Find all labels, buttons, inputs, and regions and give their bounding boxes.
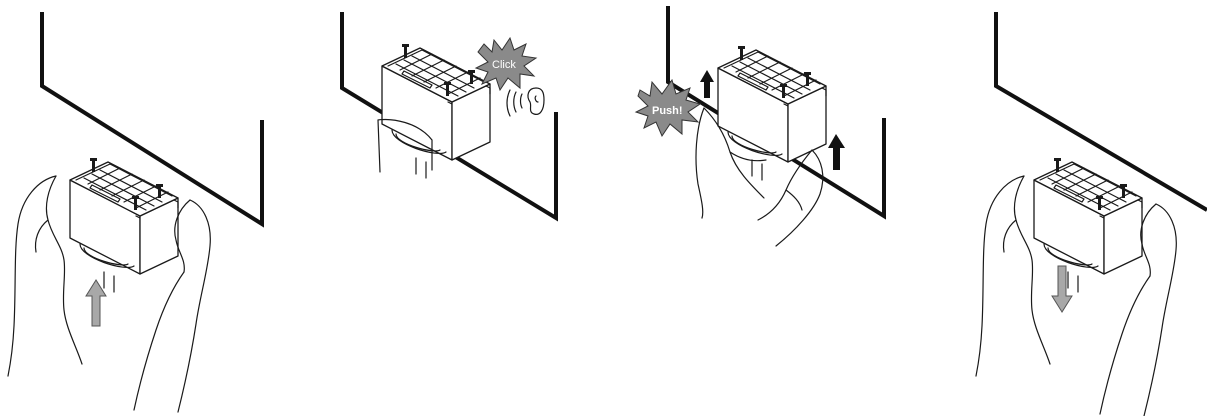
hand-outline: [377, 118, 433, 173]
right-hand: [757, 149, 824, 247]
push-label: Push!: [652, 105, 683, 117]
up-arrow-icon: [85, 279, 107, 327]
up-arrow-icon: [700, 70, 714, 98]
mounting-bracket: [994, 12, 1207, 212]
down-arrow-icon: [1051, 265, 1073, 313]
step-1-insert-module: [7, 12, 264, 413]
click-callout: Click: [474, 36, 538, 92]
click-label: Click: [492, 59, 516, 71]
step-2-module-clicks-in: Click: [340, 12, 558, 222]
ear-icon: [506, 87, 545, 117]
push-callout: Push!: [634, 78, 702, 138]
step-4-remove-module: [975, 12, 1207, 416]
mounting-bracket: [40, 12, 264, 228]
step-3-push-module-up: Push!: [634, 6, 886, 247]
up-arrow-icon: [828, 134, 845, 170]
left-hand: [695, 107, 767, 219]
